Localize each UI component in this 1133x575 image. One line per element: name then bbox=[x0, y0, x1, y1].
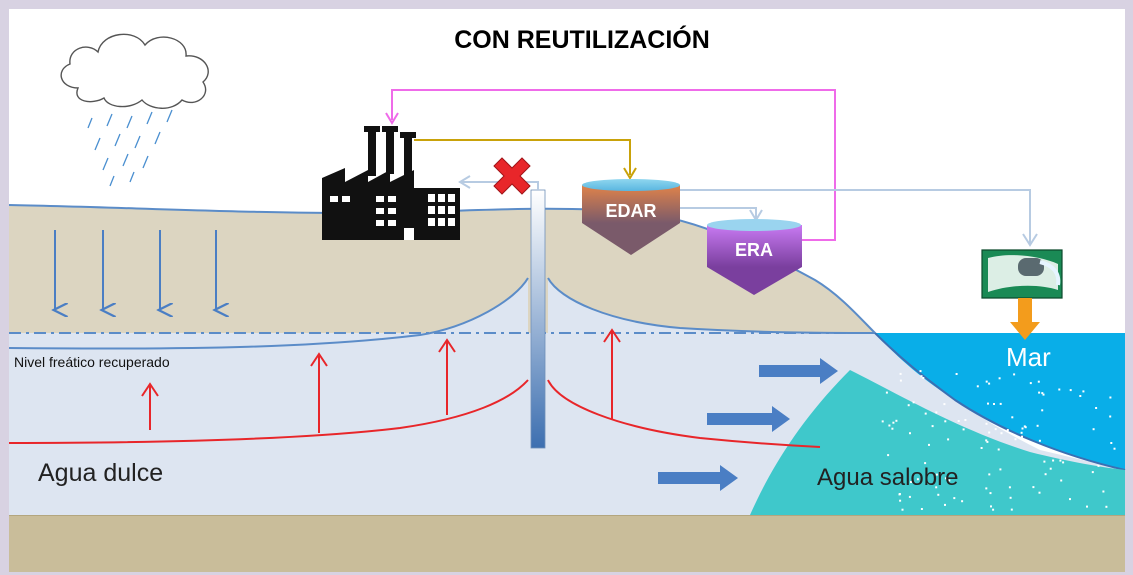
rain-cloud-icon bbox=[60, 33, 209, 187]
factory-icon bbox=[322, 126, 460, 240]
factory-to-edar-line bbox=[414, 139, 631, 175]
well-pipe bbox=[530, 189, 546, 449]
salt-dots bbox=[881, 370, 1116, 511]
outfall-discharge-arrow bbox=[1010, 298, 1040, 340]
era-label: ERA bbox=[735, 240, 773, 260]
well-to-factory-line bbox=[462, 181, 539, 190]
bedrock-layer bbox=[9, 515, 1125, 572]
brackish-wedge bbox=[750, 370, 1125, 515]
edar-to-sea-line bbox=[680, 189, 1031, 243]
water-table-label: Nivel freático recuperado bbox=[14, 354, 170, 370]
diagram-title: CON REUTILIZACIÓN bbox=[454, 24, 710, 54]
seaward-flow-arrows bbox=[658, 358, 838, 491]
edar-to-era-line bbox=[680, 207, 757, 218]
outfall-pipe-icon bbox=[981, 249, 1063, 299]
edar-tank: EDAR bbox=[582, 179, 680, 255]
brackish-water-label: Agua salobre bbox=[817, 464, 958, 491]
red-cross-icon bbox=[493, 157, 531, 195]
water-table-rise-arrows bbox=[141, 328, 621, 433]
edar-label: EDAR bbox=[605, 201, 656, 221]
era-tank: ERA bbox=[707, 219, 802, 295]
era-to-factory-line bbox=[391, 89, 836, 241]
freshwater-isoline-left bbox=[8, 379, 529, 444]
sea-water bbox=[875, 333, 1125, 470]
freshwater-isoline-right bbox=[547, 379, 821, 448]
infiltration-arrows bbox=[55, 230, 216, 310]
sea-label: Mar bbox=[1006, 342, 1051, 372]
freshwater-label: Agua dulce bbox=[38, 459, 163, 487]
